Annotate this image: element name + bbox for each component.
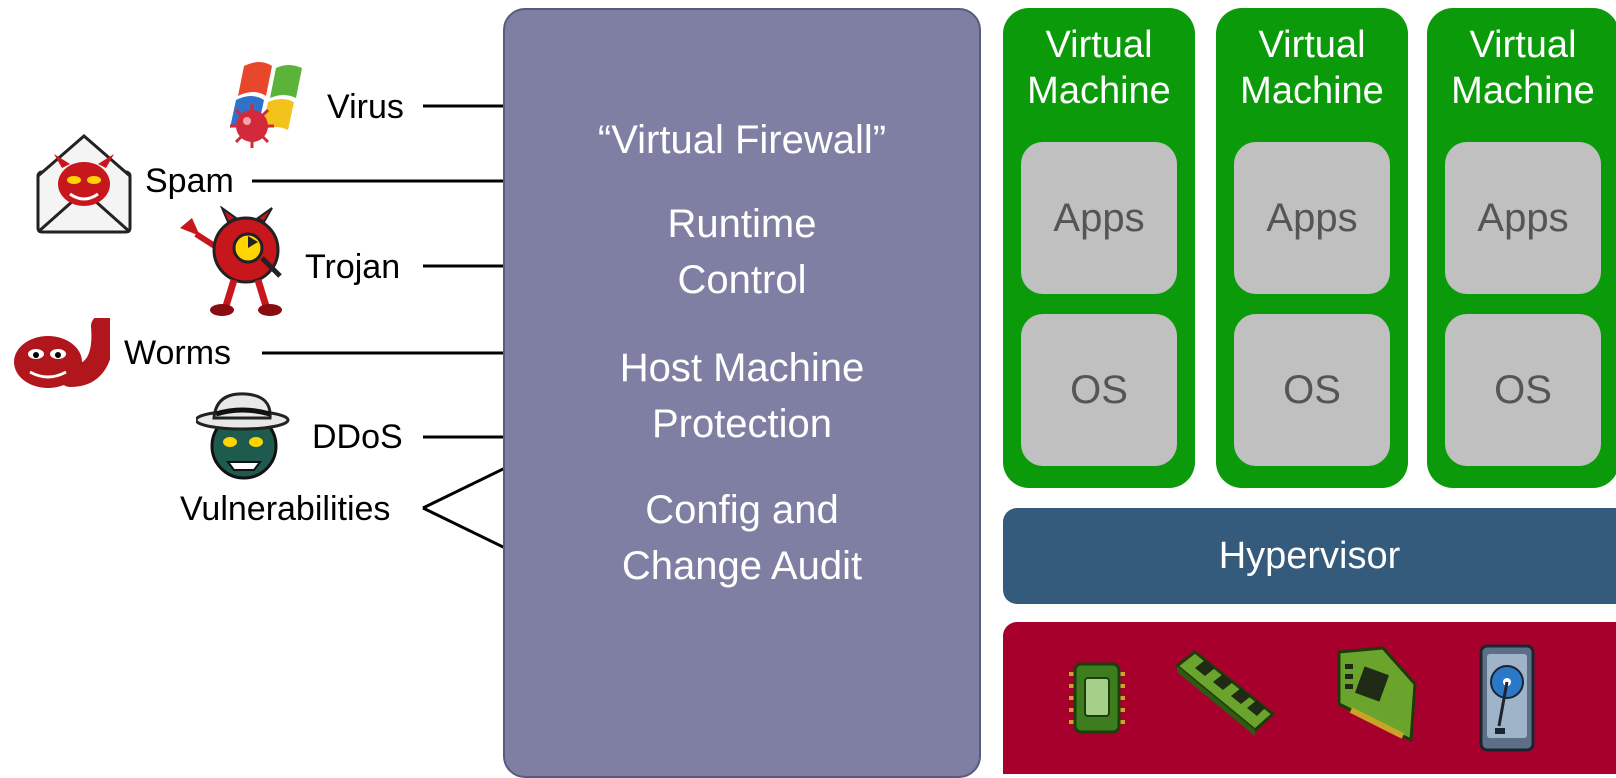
runtime-control-label: Runtime Control bbox=[667, 202, 817, 302]
hypervisor-label: Hypervisor bbox=[1218, 534, 1401, 577]
security-panel: “Virtual Firewall” Runtime Control Host … bbox=[503, 8, 981, 778]
hardware-layer bbox=[1003, 622, 1616, 774]
virtual-machine-2: Virtual Machine Apps OS bbox=[1216, 8, 1408, 488]
hard-drive-icon bbox=[1477, 642, 1539, 754]
vm-os-box: OS bbox=[1445, 314, 1601, 466]
hypervisor-bar: Hypervisor bbox=[1003, 508, 1616, 604]
vm-apps-box: Apps bbox=[1021, 142, 1177, 294]
host-machine-protection-label: Host Machine Protection bbox=[619, 346, 865, 446]
virtual-machine-3: Virtual Machine Apps OS bbox=[1427, 8, 1616, 488]
vm-title: Virtual Machine bbox=[1451, 24, 1595, 112]
vm-title: Virtual Machine bbox=[1027, 24, 1171, 112]
network-card-icon bbox=[1331, 644, 1419, 744]
threat-label-virus: Virus bbox=[327, 88, 404, 126]
ddos-hat-monster-icon bbox=[196, 390, 292, 482]
worm-icon bbox=[10, 318, 110, 390]
memory-module-icon bbox=[1173, 648, 1277, 738]
threat-label-vulnerabilities: Vulnerabilities bbox=[180, 490, 391, 528]
threat-label-ddos: DDoS bbox=[312, 418, 403, 456]
threat-label-spam: Spam bbox=[145, 162, 234, 200]
spam-envelope-icon bbox=[34, 132, 134, 236]
vm-apps-box: Apps bbox=[1234, 142, 1390, 294]
vm-os-box: OS bbox=[1234, 314, 1390, 466]
threat-label-trojan: Trojan bbox=[305, 248, 401, 286]
virtual-firewall-label: “Virtual Firewall” bbox=[597, 118, 887, 162]
cpu-chip-icon bbox=[1065, 658, 1129, 738]
vm-os-box: OS bbox=[1021, 314, 1177, 466]
vm-apps-box: Apps bbox=[1445, 142, 1601, 294]
threat-label-worms: Worms bbox=[124, 334, 232, 372]
vm-title: Virtual Machine bbox=[1240, 24, 1384, 112]
virtual-machine-1: Virtual Machine Apps OS bbox=[1003, 8, 1195, 488]
virus-windows-icon bbox=[222, 56, 306, 148]
trojan-devil-icon bbox=[178, 206, 298, 324]
config-change-audit-label: Config and Change Audit bbox=[621, 488, 863, 588]
